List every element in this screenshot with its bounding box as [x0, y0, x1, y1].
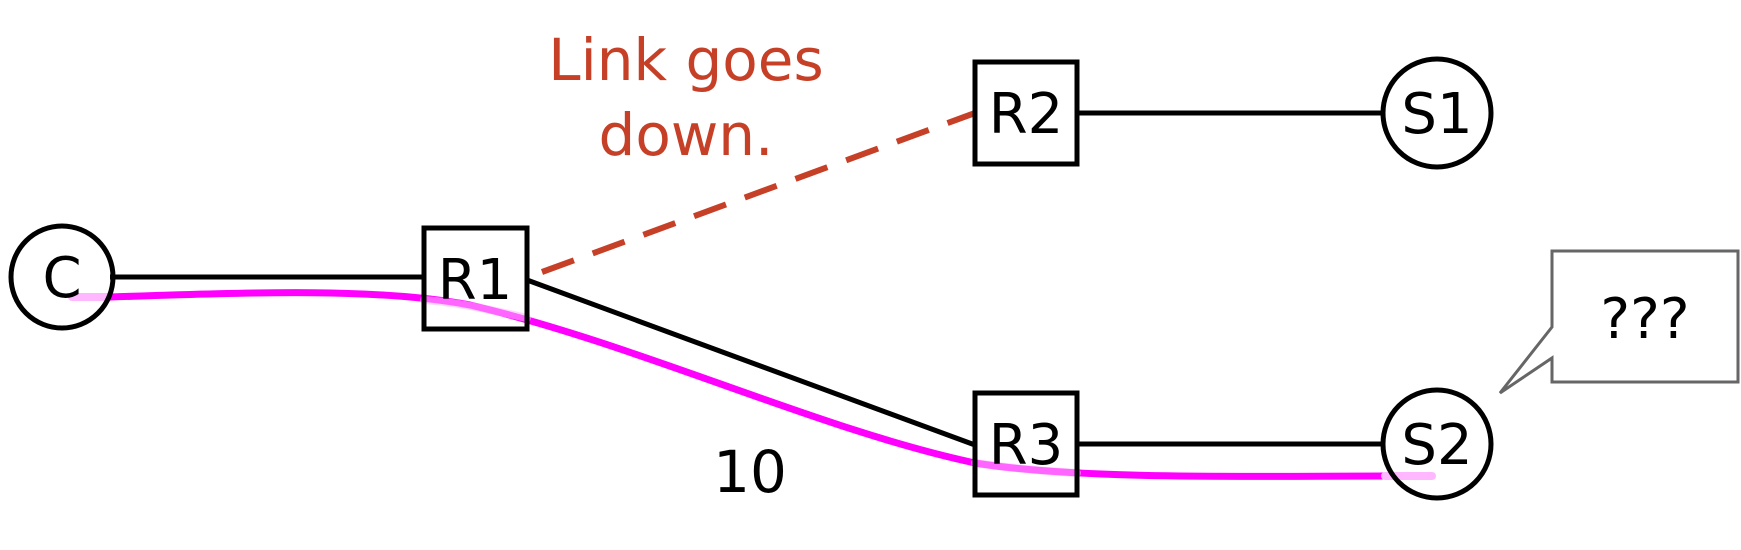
router3-box: [972, 390, 1080, 498]
links: [110, 110, 1383, 448]
node-client: C: [8, 223, 116, 331]
callout-shape: [1498, 249, 1740, 395]
server1-label: S1: [1401, 82, 1472, 147]
path-highlight-route: [106, 289, 1389, 480]
router1-label: R1: [438, 248, 513, 313]
node-router2: R2: [972, 59, 1080, 167]
link-r1-r2-failed: [540, 110, 977, 275]
path-highlight: [68, 289, 1436, 480]
node-server2: S2: [1380, 387, 1494, 501]
path-highlight-r3-overlay: [971, 459, 1081, 477]
annotation-line-1: Link goes: [548, 26, 823, 94]
callout-text: ???: [1600, 287, 1689, 352]
node-server1: S1: [1380, 56, 1494, 170]
client-circle: [8, 223, 116, 331]
router1-box: [421, 225, 530, 332]
server2-label: S2: [1401, 413, 1472, 478]
callout-bubble: ???: [1498, 249, 1740, 395]
client-label: C: [42, 246, 81, 311]
router2-box: [972, 59, 1080, 167]
path-cost-label: 10: [713, 438, 787, 506]
node-router3: R3: [972, 390, 1080, 498]
router2-label: R2: [989, 82, 1064, 147]
server2-circle: [1380, 387, 1494, 501]
node-router1: R1: [421, 225, 530, 332]
path-highlight-r1-overlay: [420, 296, 531, 322]
link-down-annotation: Link goes down.: [548, 26, 823, 169]
link-r1-r3: [526, 277, 976, 448]
annotation-line-2: down.: [599, 101, 774, 169]
server1-circle: [1380, 56, 1494, 170]
router3-label: R3: [989, 413, 1064, 478]
